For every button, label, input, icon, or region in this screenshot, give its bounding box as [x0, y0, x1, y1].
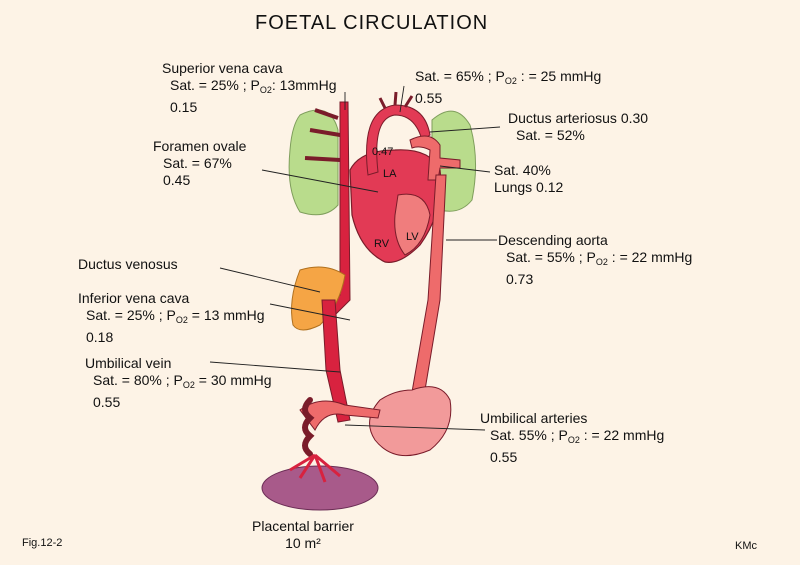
ductus-venosus-label: Ductus venosus [78, 256, 178, 272]
foramen-ovale-label: Foramen ovale Sat. = 67% 0.45 [153, 138, 246, 189]
da-name: Ductus arteriosus 0.30 [508, 110, 649, 126]
placenta-label: Placental barrier 10 m² [252, 518, 354, 552]
umbilical-cord [299, 400, 381, 431]
ductus-arteriosus [409, 135, 461, 181]
ua-sat: Sat. 55% ; PO2 : = 22 mmHg [490, 427, 665, 445]
chamber-rv: RV [374, 238, 390, 250]
inferior-vena-cava [321, 299, 351, 423]
pointer-lines [209, 85, 501, 431]
ivc-name: Inferior vena cava [78, 290, 190, 306]
fo-sat: Sat. = 67% [163, 155, 232, 171]
page-title: FOETAL CIRCULATION [255, 12, 489, 34]
fo-name: Foramen ovale [153, 138, 247, 154]
ua-flow: 0.55 [490, 449, 518, 465]
right-lung [288, 109, 339, 216]
uv-name: Umbilical vein [85, 355, 172, 371]
aortic-branches [378, 91, 414, 109]
right-pulmonary-vessels [304, 108, 341, 162]
svc-label: Superior vena cava Sat. = 25% ; PO2: 13m… [162, 60, 336, 116]
svc-name: Superior vena cava [162, 60, 283, 76]
foramen-small-value: 0.47 [372, 146, 394, 158]
umbilical-arteries-label: Umbilical arteries Sat. 55% ; PO2 : = 22… [480, 410, 664, 466]
lungs-sat: Sat. 40% [494, 162, 551, 178]
figure-number: Fig.12-2 [22, 537, 63, 549]
uv-flow: 0.55 [93, 394, 121, 410]
da-sat: Sat. = 52% [516, 127, 585, 143]
desc-flow: 0.73 [506, 271, 534, 287]
umbilical-coil [302, 397, 315, 457]
author-initials: KMc [735, 540, 757, 552]
ivc-sat: Sat. = 25% ; PO2 = 13 mmHg [86, 307, 265, 325]
desc-sat: Sat. = 55% ; PO2 : = 22 mmHg [506, 249, 693, 267]
ivc-label: Inferior vena cava Sat. = 25% ; PO2 = 13… [78, 290, 265, 346]
ivc-flow: 0.18 [86, 329, 114, 345]
ua-name: Umbilical arteries [480, 410, 588, 426]
chamber-la: LA [383, 168, 397, 180]
desc-name: Descending aorta [498, 232, 608, 248]
svc-sat: Sat. = 25% ; PO2: 13mmHg [170, 77, 337, 95]
umbilical-vein-label: Umbilical vein Sat. = 80% ; PO2 = 30 mmH… [85, 355, 272, 411]
placenta-area: 10 m² [285, 535, 321, 551]
chamber-lv: LV [406, 231, 419, 243]
placental-vessels [289, 453, 341, 483]
liver [291, 266, 346, 331]
uv-sat: Sat. = 80% ; PO2 = 30 mmHg [93, 372, 272, 390]
fo-flow: 0.45 [163, 172, 191, 188]
aorta-label: Sat. = 65% ; PO2 : = 25 mmHg 0.55 [415, 68, 601, 107]
ductus-arteriosus-label: Ductus arteriosus 0.30 Sat. = 52% [508, 110, 648, 144]
svc-flow: 0.15 [170, 99, 198, 115]
descending-aorta-label: Descending aorta Sat. = 55% ; PO2 : = 22… [498, 232, 692, 288]
placenta-name: Placental barrier [252, 518, 354, 534]
lungs-name: Lungs 0.12 [494, 179, 564, 195]
lungs-label: Sat. 40% Lungs 0.12 [494, 162, 563, 196]
aorta-flow: 0.55 [415, 90, 443, 106]
left-ventricle [394, 193, 431, 256]
aorta-sat: Sat. = 65% ; PO2 : = 25 mmHg [415, 68, 602, 86]
umbilical-arteries [369, 386, 452, 457]
